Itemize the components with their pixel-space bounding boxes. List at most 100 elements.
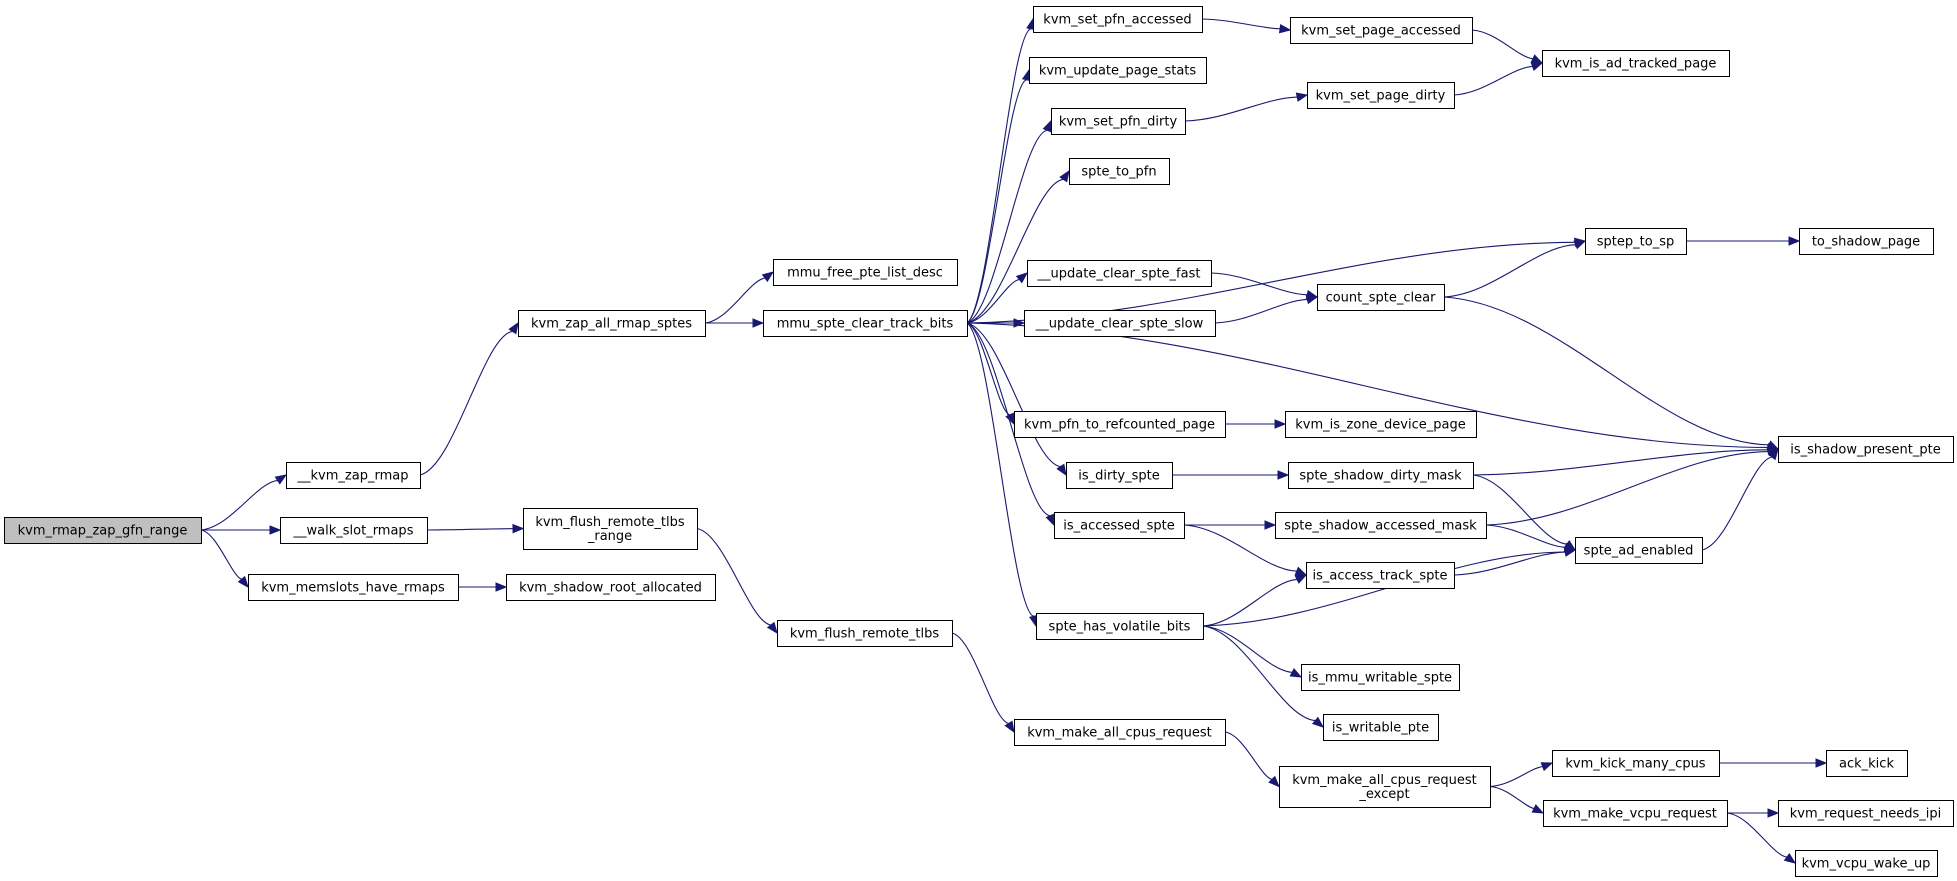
edge-spte-shadow-accessed-mask-to-spte-ad-enabled (1485, 524, 1566, 548)
node-kvm-is-ad-tracked-page[interactable]: kvm_is_ad_tracked_page (1542, 50, 1730, 77)
arrowhead-kvm-set-page-dirty (1295, 92, 1309, 102)
arrowhead-kvm-is-ad-tracked-page (1530, 62, 1544, 72)
node-kvm-pfn-to-refcounted-page[interactable]: kvm_pfn_to_refcounted_page (1014, 411, 1226, 438)
node-spte-ad-enabled[interactable]: spte_ad_enabled (1575, 537, 1703, 564)
edge-mmu-spte-clear-track-bits-to-spte-has-volatile-bits (966, 322, 1035, 617)
node-kvm-rmap-zap-gfn-range[interactable]: kvm_rmap_zap_gfn_range (4, 517, 202, 544)
node-is-mmu-writable-spte[interactable]: is_mmu_writable_spte (1301, 664, 1460, 691)
node-kvm-shadow-root-allocated[interactable]: kvm_shadow_root_allocated (506, 574, 716, 601)
node-label: __walk_slot_rmaps (293, 524, 414, 539)
node-kvm-set-page-dirty[interactable]: kvm_set_page_dirty (1307, 82, 1455, 109)
node-label: __kvm_zap_rmap (297, 469, 409, 484)
node-label: kvm_vcpu_wake_up (1802, 857, 1931, 872)
node-box (1288, 462, 1474, 489)
node-label: kvm_rmap_zap_gfn_range (18, 524, 188, 539)
arrowhead-kvm-flush-remote-tlbs (766, 621, 778, 635)
edge-update-clear-spte-fast-to-count-spte-clear (1210, 272, 1308, 296)
node-label: is_access_track_spte (1313, 569, 1448, 584)
edge-mmu-spte-clear-track-bits-to-kvm-pfn-to-refcounted-page (966, 322, 1011, 416)
node-kvm-zap-rmap[interactable]: __kvm_zap_rmap (286, 462, 421, 489)
node-kvm-make-all-cpus-request[interactable]: kvm_make_all_cpus_request (1014, 719, 1226, 746)
node-sptep-to-sp[interactable]: sptep_to_sp (1585, 228, 1687, 255)
node-kvm-make-vcpu-request[interactable]: kvm_make_vcpu_request (1543, 800, 1728, 827)
node-kvm-kick-many-cpus[interactable]: kvm_kick_many_cpus (1552, 750, 1720, 777)
node-is-dirty-spte[interactable]: is_dirty_spte (1066, 462, 1173, 489)
edge-spte-has-volatile-bits-to-is-writable-pte (1202, 625, 1316, 722)
node-mmu-spte-clear-track-bits[interactable]: mmu_spte_clear_track_bits (763, 310, 968, 337)
node-update-clear-spte-fast[interactable]: __update_clear_spte_fast (1027, 260, 1212, 287)
node-is-access-track-spte[interactable]: is_access_track_spte (1306, 562, 1455, 589)
node-box (4, 517, 202, 544)
node-kvm-set-pfn-dirty[interactable]: kvm_set_pfn_dirty (1051, 108, 1186, 135)
edge-mmu-spte-clear-track-bits-to-kvm-set-pfn-dirty (966, 129, 1048, 324)
arrowhead-is-dirty-spte (1056, 463, 1067, 477)
node-box (777, 620, 953, 647)
node-is-shadow-present-pte[interactable]: is_shadow_present_pte (1778, 436, 1954, 463)
node-spte-has-volatile-bits[interactable]: spte_has_volatile_bits (1036, 613, 1204, 640)
node-box (1306, 562, 1455, 589)
node-label: kvm_make_vcpu_request (1553, 807, 1717, 822)
node-box (1575, 537, 1703, 564)
node-label: kvm_make_all_cpus_request (1027, 726, 1212, 741)
node-is-accessed-spte[interactable]: is_accessed_spte (1054, 512, 1185, 539)
node-kvm-set-pfn-accessed[interactable]: kvm_set_pfn_accessed (1033, 6, 1203, 33)
node-spte-shadow-dirty-mask[interactable]: spte_shadow_dirty_mask (1288, 462, 1474, 489)
node-box (1024, 310, 1216, 337)
node-label: kvm_set_pfn_dirty (1059, 115, 1178, 130)
edge-count-spte-clear-to-sptep-to-sp (1443, 244, 1576, 298)
node-kvm-vcpu-wake-up[interactable]: kvm_vcpu_wake_up (1795, 850, 1938, 877)
arrowhead-kvm-request-needs-ipi (1767, 808, 1780, 818)
edge-kvm-set-pfn-accessed-to-kvm-set-page-accessed (1201, 18, 1281, 30)
node-kvm-flush-remote-tlbs-range[interactable]: kvm_flush_remote_tlbs_range (523, 508, 698, 550)
node-label: __update_clear_spte_slow (1035, 317, 1204, 332)
arrowhead-to-shadow-page (1788, 236, 1801, 246)
edge-spte-ad-enabled-to-is-shadow-present-pte (1701, 456, 1773, 551)
node-label: spte_has_volatile_bits (1049, 620, 1191, 635)
node-to-shadow-page[interactable]: to_shadow_page (1799, 228, 1934, 255)
node-box (1290, 17, 1473, 44)
arrowhead-spte-shadow-accessed-mask (1264, 520, 1277, 530)
arrowhead-kvm-make-vcpu-request (1531, 804, 1545, 814)
node-walk-slot-rmaps[interactable]: __walk_slot_rmaps (280, 517, 428, 544)
node-label: kvm_set_page_dirty (1316, 89, 1446, 104)
edge-spte-shadow-dirty-mask-to-spte-ad-enabled (1472, 474, 1567, 545)
arrowhead-is-access-track-spte (1294, 566, 1308, 576)
arrowhead-mmu-free-pte-list-desc (761, 271, 775, 283)
node-spte-shadow-accessed-mask[interactable]: spte_shadow_accessed_mask (1275, 512, 1487, 539)
node-box (1285, 411, 1477, 438)
node-label: is_mmu_writable_spte (1308, 671, 1452, 686)
edge-kvm-make-all-cpus-request-to-kvm-make-all-cpus-request-except (1224, 731, 1273, 780)
node-box (773, 259, 958, 286)
node-count-spte-clear[interactable]: count_spte_clear (1317, 284, 1445, 311)
node-box (1054, 512, 1185, 539)
node-kvm-update-page-stats[interactable]: kvm_update_page_stats (1029, 57, 1207, 84)
arrowhead-kvm-shadow-root-allocated (495, 582, 508, 592)
node-kvm-set-page-accessed[interactable]: kvm_set_page_accessed (1290, 17, 1473, 44)
edge-kvm-make-all-cpus-request-except-to-kvm-kick-many-cpus (1489, 765, 1543, 788)
arrowhead-kvm-set-page-accessed (1278, 23, 1292, 34)
node-label: spte_shadow_dirty_mask (1299, 469, 1462, 484)
node-mmu-free-pte-list-desc[interactable]: mmu_free_pte_list_desc (773, 259, 958, 286)
node-kvm-make-all-cpus-request-except[interactable]: kvm_make_all_cpus_request_except (1279, 766, 1491, 808)
node-box (1317, 284, 1445, 311)
node-box (1066, 462, 1173, 489)
node-box (1029, 57, 1207, 84)
node-kvm-request-needs-ipi[interactable]: kvm_request_needs_ipi (1778, 800, 1954, 827)
node-is-writable-pte[interactable]: is_writable_pte (1323, 714, 1439, 741)
edge-is-access-track-spte-to-spte-ad-enabled (1453, 551, 1566, 576)
node-box (1301, 664, 1460, 691)
node-ack-kick[interactable]: ack_kick (1826, 750, 1908, 777)
edge-mmu-spte-clear-track-bits-to-is-dirty-spte (966, 322, 1061, 468)
node-box (1051, 108, 1186, 135)
node-update-clear-spte-slow[interactable]: __update_clear_spte_slow (1024, 310, 1216, 337)
node-kvm-memslots-have-rmaps[interactable]: kvm_memslots_have_rmaps (248, 574, 459, 601)
node-label: kvm_zap_all_rmap_sptes (531, 317, 692, 332)
arrowhead-ack-kick (1815, 758, 1828, 768)
node-label: kvm_make_all_cpus_request (1292, 773, 1477, 788)
node-spte-to-pfn[interactable]: spte_to_pfn (1069, 158, 1170, 185)
node-kvm-zap-all-rmap-sptes[interactable]: kvm_zap_all_rmap_sptes (518, 310, 706, 337)
node-kvm-flush-remote-tlbs[interactable]: kvm_flush_remote_tlbs (777, 620, 953, 647)
node-label: kvm_kick_many_cpus (1565, 757, 1705, 772)
node-box (1069, 158, 1170, 185)
node-kvm-is-zone-device-page[interactable]: kvm_is_zone_device_page (1285, 411, 1477, 438)
